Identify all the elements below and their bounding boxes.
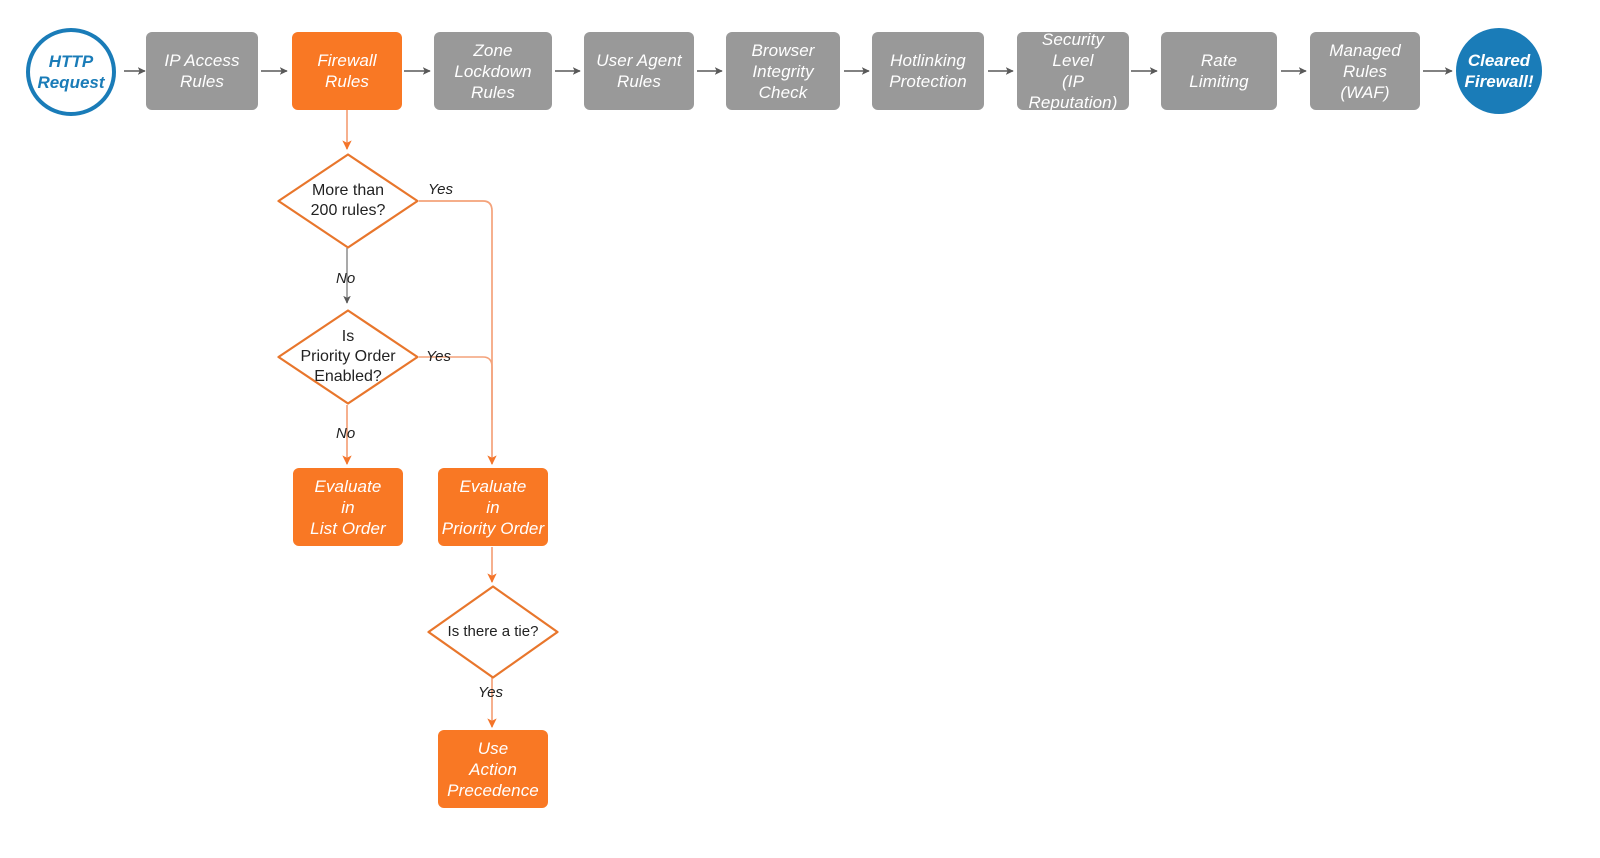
node-managed-rules-waf-label: Managed Rules (WAF) xyxy=(1329,40,1401,102)
node-use-action-precedence[interactable]: Use Action Precedence xyxy=(438,730,548,808)
node-evaluate-priority-order[interactable]: Evaluate in Priority Order xyxy=(438,468,548,546)
edge-d1-yes-to-priority xyxy=(419,200,497,465)
diamond-shape xyxy=(427,585,559,679)
decision-priority-order-enabled[interactable]: Is Priority Order Enabled? xyxy=(277,309,419,405)
node-evaluate-list-order[interactable]: Evaluate in List Order xyxy=(293,468,403,546)
node-rate-limiting[interactable]: Rate Limiting xyxy=(1161,32,1277,110)
decision-is-there-a-tie-label: Is there a tie? xyxy=(447,623,539,640)
edge-label-yes-200-rules: Yes xyxy=(428,181,454,198)
decision-more-than-200-rules-label: More than 200 rules? xyxy=(310,182,386,219)
node-user-agent-rules-label: User Agent Rules xyxy=(596,51,682,91)
edge-label-yes-tie: Yes xyxy=(478,684,504,701)
decision-more-than-200-rules[interactable]: More than 200 rules? xyxy=(277,153,419,249)
node-hotlinking-protection-label: Hotlinking Protection xyxy=(889,51,967,91)
node-firewall-rules[interactable]: Firewall Rules xyxy=(292,32,402,110)
node-zone-lockdown-rules-label: Zone Lockdown Rules xyxy=(454,40,532,102)
diamond-shape xyxy=(277,309,419,405)
node-firewall-rules-label: Firewall Rules xyxy=(317,51,377,91)
diamond-shape xyxy=(277,153,419,249)
edge-label-no-200-rules: No xyxy=(336,270,356,287)
edge-d2-yes-to-priority xyxy=(419,356,493,420)
node-security-level-label: Security Level (IP Reputation) xyxy=(1028,30,1118,112)
node-browser-integrity-check[interactable]: Browser Integrity Check xyxy=(726,32,840,110)
node-http-request-label: HTTP Request xyxy=(37,52,105,92)
node-user-agent-rules[interactable]: User Agent Rules xyxy=(584,32,694,110)
decision-priority-order-enabled-label: Is Priority Order Enabled? xyxy=(300,328,396,385)
edge-label-yes-priority: Yes xyxy=(426,348,452,365)
node-cleared-firewall-label: Cleared Firewall! xyxy=(1464,51,1534,91)
node-cleared-firewall[interactable]: Cleared Firewall! xyxy=(1456,28,1542,114)
node-security-level[interactable]: Security Level (IP Reputation) xyxy=(1017,30,1129,112)
node-evaluate-priority-order-label: Evaluate in Priority Order xyxy=(441,476,545,538)
node-hotlinking-protection[interactable]: Hotlinking Protection xyxy=(872,32,984,110)
node-ip-access-rules-label: IP Access Rules xyxy=(164,51,240,91)
node-rate-limiting-label: Rate Limiting xyxy=(1189,51,1249,91)
node-evaluate-list-order-label: Evaluate in List Order xyxy=(310,476,386,538)
node-zone-lockdown-rules[interactable]: Zone Lockdown Rules xyxy=(434,32,552,110)
node-browser-integrity-check-label: Browser Integrity Check xyxy=(751,40,815,102)
edge-label-no-priority: No xyxy=(336,425,356,442)
node-http-request[interactable]: HTTP Request xyxy=(26,28,116,116)
decision-is-there-a-tie[interactable]: Is there a tie? xyxy=(427,585,559,679)
node-managed-rules-waf[interactable]: Managed Rules (WAF) xyxy=(1310,32,1420,110)
node-ip-access-rules[interactable]: IP Access Rules xyxy=(146,32,258,110)
node-use-action-precedence-label: Use Action Precedence xyxy=(447,738,539,800)
